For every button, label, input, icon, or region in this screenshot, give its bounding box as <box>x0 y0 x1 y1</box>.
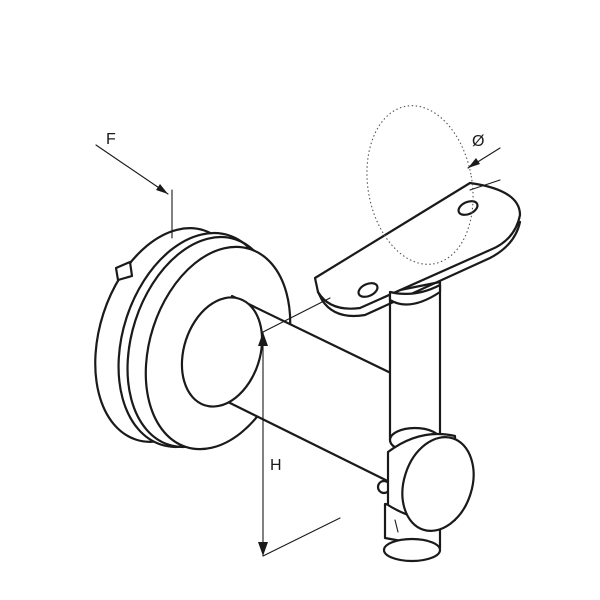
hub-assembly <box>382 432 475 563</box>
label-diameter: Ø <box>472 133 484 150</box>
lower-pin-end <box>382 537 442 563</box>
saddle-hole-left <box>357 282 379 298</box>
horizontal-arm <box>180 294 432 504</box>
saddle-plate-edge <box>316 220 522 318</box>
dim-h-extension-bottom <box>262 517 341 557</box>
saddle-plate <box>313 181 522 318</box>
dim-h-arrow-bottom <box>258 542 268 556</box>
handrail-outline <box>366 105 474 265</box>
dim-h-arrow-top <box>258 332 268 346</box>
arm-base-end <box>180 296 264 408</box>
dim-h-extension-top <box>262 297 331 333</box>
dimension-f: F <box>95 131 173 239</box>
tube-body <box>388 280 442 454</box>
clamp-set-screw <box>114 260 134 282</box>
saddle-stem-junction <box>388 283 442 306</box>
dim-dia-leader-bottom <box>469 179 501 191</box>
hub-end-cap <box>401 436 475 532</box>
dim-f-arrow <box>156 184 168 194</box>
label-f: F <box>106 131 116 148</box>
pin-tick <box>394 519 399 533</box>
dim-dia-arrow-top <box>468 158 480 168</box>
vertical-tube <box>388 280 442 454</box>
dimension-h: H <box>258 297 341 557</box>
dimension-diameter: Ø <box>467 133 501 191</box>
label-h: H <box>270 457 282 474</box>
dim-f-leader <box>95 144 169 195</box>
